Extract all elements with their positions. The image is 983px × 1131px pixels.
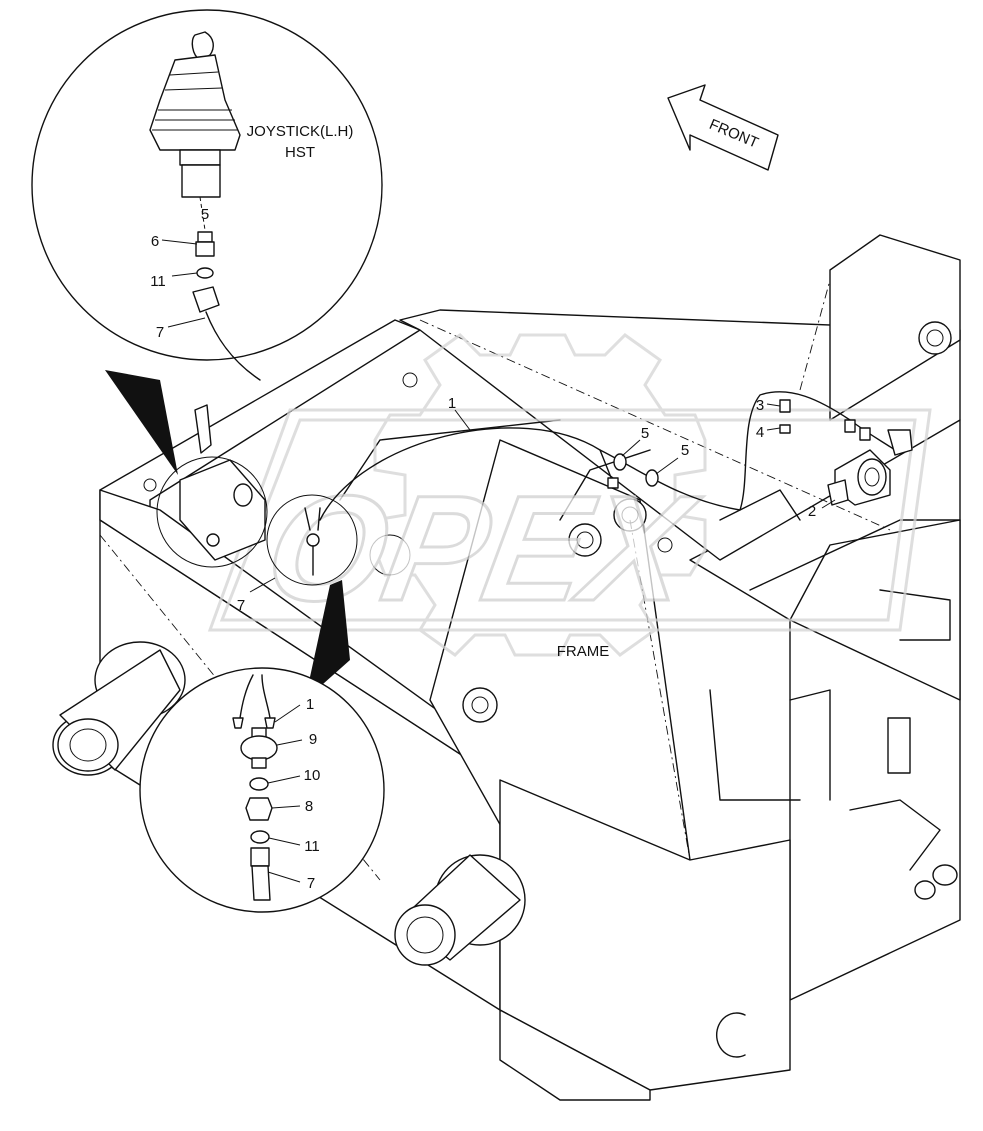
detail-switch: 1 9 10 8 11 7 [139, 667, 385, 913]
joystick-mount [179, 404, 266, 561]
front-arrow: FRONT [667, 84, 779, 171]
leader-wedge-top [105, 370, 178, 475]
callout-7-bottom: 7 [307, 875, 315, 892]
hst-label: HST [285, 144, 315, 161]
callout-6-top: 6 [151, 233, 159, 250]
wire-harness [319, 391, 913, 521]
callout-4: 4 [756, 424, 764, 441]
detail-joystick: JOYSTICK(L.H) HST 5 6 11 7 [31, 9, 383, 381]
frame-drawing [52, 234, 961, 1101]
callout-5-b: 5 [681, 442, 689, 459]
leader-wedge-bottom [305, 580, 350, 700]
callout-7-top: 7 [156, 324, 164, 341]
main-callouts: 1 2 3 4 5 5 7 FRAME [237, 395, 836, 660]
joystick-label: JOYSTICK(L.H) [247, 123, 354, 140]
callout-9-bottom: 9 [309, 731, 317, 748]
callout-1: 1 [448, 395, 456, 412]
switch-on-frame [304, 507, 321, 576]
watermark-text: OPEX [255, 465, 709, 633]
callout-8-bottom: 8 [305, 798, 313, 815]
callout-10-bottom: 10 [304, 767, 321, 784]
callout-3: 3 [756, 397, 764, 414]
callout-11-top: 11 [150, 273, 166, 290]
detail-circle-switch-area [266, 494, 358, 586]
frame-label: FRAME [557, 643, 610, 660]
left-mounts [52, 641, 958, 966]
detail-circle-joystick-area [156, 456, 268, 568]
callout-5-top: 5 [201, 206, 209, 223]
callout-2: 2 [808, 503, 816, 520]
callout-5-a: 5 [641, 425, 649, 442]
callout-7: 7 [237, 597, 245, 614]
buzzer-assembly [827, 449, 891, 506]
callout-1-bottom: 1 [306, 696, 314, 713]
callout-11-bottom: 11 [304, 838, 320, 855]
